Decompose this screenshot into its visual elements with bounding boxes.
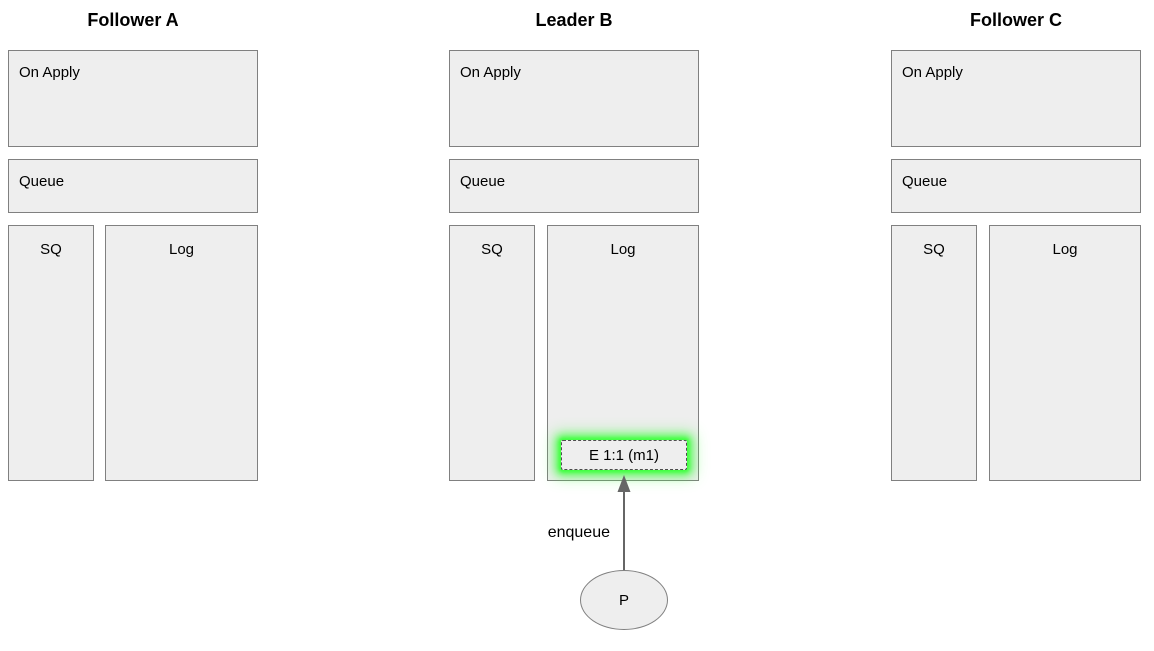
- follower-c-log-label: Log: [1052, 241, 1078, 258]
- node-title-follower-c: Follower C: [969, 10, 1062, 30]
- leader-b-log-box[interactable]: Log E 1:1 (m1): [547, 225, 699, 481]
- leader-b-on-apply-label: On Apply: [460, 64, 521, 81]
- leader-b-sq-box[interactable]: SQ: [449, 225, 535, 481]
- follower-a-queue-box[interactable]: Queue: [8, 159, 258, 213]
- node-title-follower-a: Follower A: [87, 10, 179, 30]
- leader-b-on-apply-box[interactable]: On Apply: [449, 50, 699, 147]
- follower-a-log-box[interactable]: Log: [105, 225, 258, 481]
- leader-b-log-label: Log: [610, 241, 636, 258]
- follower-c-log-box[interactable]: Log: [989, 225, 1141, 481]
- enqueue-edge-label: enqueue: [547, 524, 610, 541]
- leader-b-sq-label: SQ: [481, 241, 503, 258]
- follower-c-queue-label: Queue: [902, 173, 948, 190]
- node-title-leader-b: Leader B: [535, 10, 613, 30]
- follower-c-sq-box[interactable]: SQ: [891, 225, 977, 481]
- leader-b-queue-box[interactable]: Queue: [449, 159, 699, 213]
- follower-a-sq-label: SQ: [40, 241, 62, 258]
- producer-node[interactable]: P: [580, 570, 668, 630]
- follower-a-on-apply-label: On Apply: [19, 64, 80, 81]
- follower-a-log-label: Log: [168, 241, 195, 258]
- follower-a-on-apply-box[interactable]: On Apply: [8, 50, 258, 147]
- follower-c-on-apply-box[interactable]: On Apply: [891, 50, 1141, 147]
- follower-c-sq-label: SQ: [923, 241, 945, 258]
- follower-a-queue-label: Queue: [19, 173, 65, 190]
- follower-a-sq-box[interactable]: SQ: [8, 225, 94, 481]
- follower-c-queue-box[interactable]: Queue: [891, 159, 1141, 213]
- producer-label: P: [618, 591, 629, 609]
- leader-b-log-entry-highlighted[interactable]: E 1:1 (m1): [561, 440, 687, 470]
- leader-b-queue-label: Queue: [460, 173, 506, 190]
- follower-c-on-apply-label: On Apply: [902, 64, 963, 81]
